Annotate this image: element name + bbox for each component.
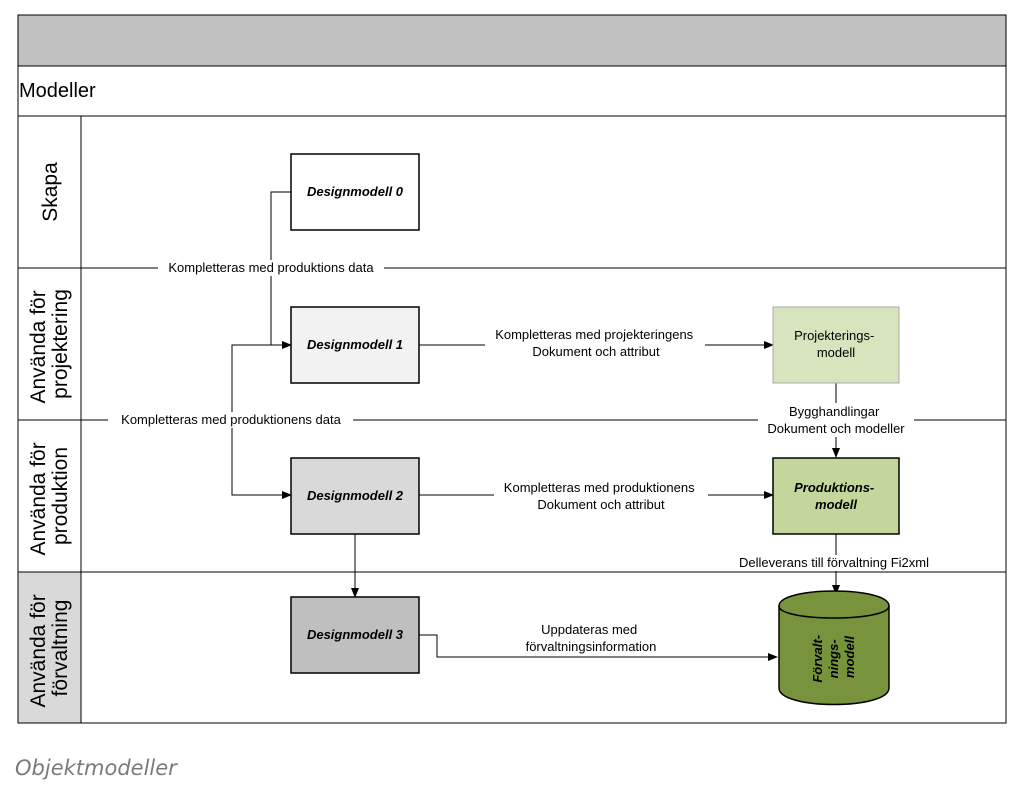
- edge-label-dm0-dm1: Kompletteras med produktions data: [168, 260, 374, 275]
- node-label: Designmodell 2: [307, 488, 404, 503]
- lane-label-produktion: Använda för produktion: [27, 436, 72, 555]
- edge-dm3-to-forvaltning: [419, 634, 778, 661]
- diagram-title: Modeller: [19, 80, 96, 102]
- edge-label-dm3-forvaltning: Uppdateras med förvaltningsinformation: [526, 622, 657, 654]
- node-box: [290, 153, 420, 231]
- node-cylinder-top: [778, 605, 890, 619]
- node-box: [290, 457, 420, 535]
- figure-caption: Objektmodeller: [15, 756, 177, 780]
- edge-label-produktion-forvaltning: Delleverans till förvaltning Fi2xml: [739, 555, 929, 570]
- edge-label-dm2-produktion: Kompletteras med produktionens Dokument …: [504, 480, 698, 512]
- edge-label-dm1-projektering: Kompletteras med projekteringens Dokumen…: [495, 327, 697, 359]
- node-designmodell-3: Designmodell 3: [290, 596, 420, 674]
- node-box: [772, 457, 900, 535]
- node-box: [290, 306, 420, 384]
- node-label: Designmodell 3: [307, 627, 404, 642]
- lane-label-skapa-bg: [17, 115, 82, 269]
- node-designmodell-1: Designmodell 1: [290, 306, 420, 384]
- node-label: Designmodell 1: [307, 337, 403, 352]
- node-label: Designmodell 0: [307, 184, 404, 199]
- node-box: [772, 306, 900, 384]
- title-row: [17, 65, 1007, 117]
- node-designmodell-2: Designmodell 2: [290, 457, 420, 535]
- node-label: Projekterings- modell: [794, 328, 878, 360]
- node-box: [290, 596, 420, 674]
- lane-label-skapa: Skapa: [39, 162, 62, 222]
- edge-label-projektering-produktion: Bygghandlingar Dokument och modeller: [767, 404, 905, 436]
- edge-label-dm1-dm2: Kompletteras med produktionens data: [121, 412, 341, 427]
- node-label: Förvalt- nings- modell: [810, 631, 857, 682]
- lane-label-projektering-bg: [17, 267, 82, 421]
- node-produktionsmodell: Produktions- modell: [772, 457, 900, 535]
- node-projekteringsmodell: Projekterings- modell: [772, 306, 900, 384]
- node-cylinder-body: [778, 590, 890, 706]
- node-designmodell-0: Designmodell 0: [290, 153, 420, 231]
- lane-label-projektering: Använda för projektering: [27, 284, 72, 403]
- flow-diagram: Modeller Skapa Använda för projektering …: [17, 14, 1007, 724]
- node-label: Produktions- modell: [794, 480, 878, 512]
- lane-label-forvaltning: Använda för förvaltning: [27, 588, 72, 707]
- lane-label-forvaltning-bg: [17, 571, 82, 724]
- header-bar: [17, 14, 1007, 67]
- node-forvaltningsmodell: Förvalt- nings- modell: [778, 590, 890, 706]
